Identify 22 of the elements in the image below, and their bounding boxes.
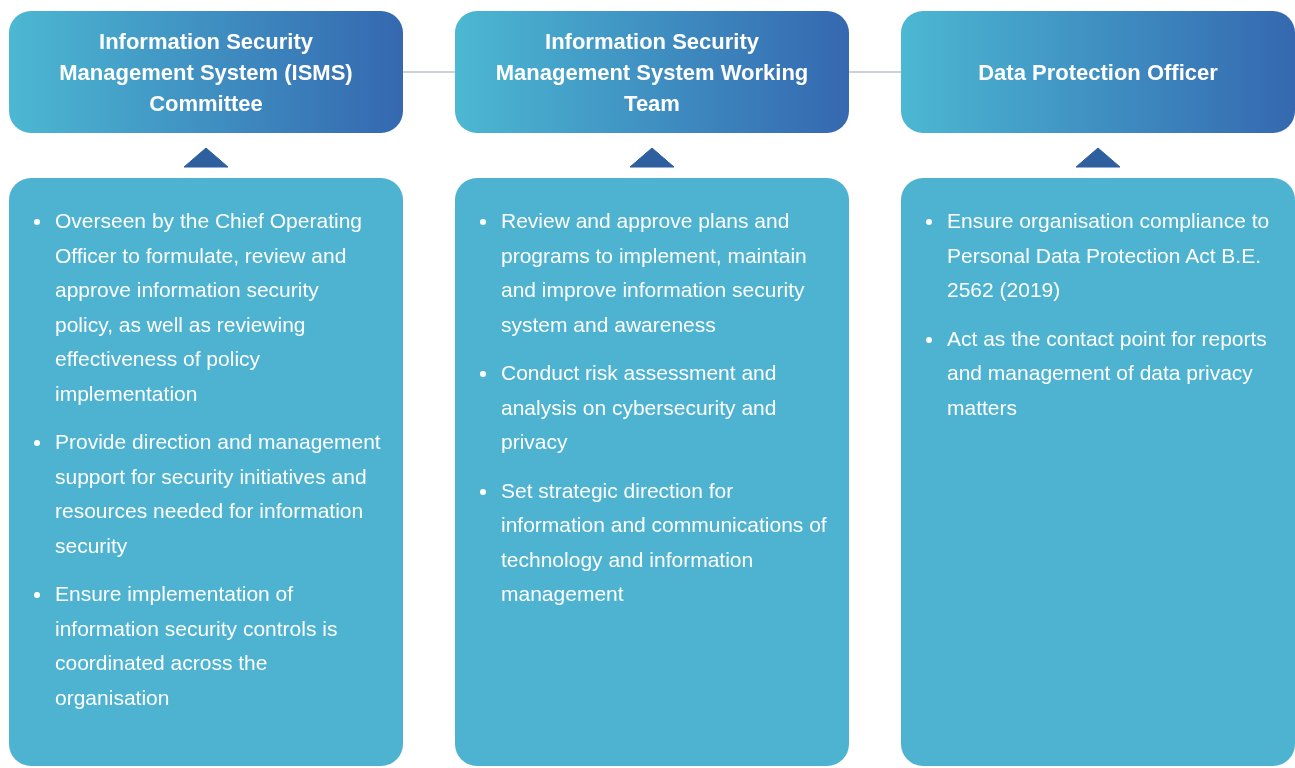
header-title: Data Protection Officer — [978, 58, 1218, 87]
bullet-text: Overseen by the Chief Operating Officer to formulate, review and approve information security policy, as well as reviewing effectiveness of policy implementation — [55, 208, 363, 407]
connector-line — [402, 71, 456, 73]
description-card — [9, 178, 403, 766]
header-title: Information Security Management System Working Team — [494, 27, 810, 118]
bullet-text: Set strategic direction for information and communications of technology and information management — [501, 477, 827, 607]
header-box — [901, 11, 1295, 133]
arrow-triangle — [1075, 147, 1121, 168]
bullet-text: Act as the contact point for reports and management of data privacy matters — [947, 325, 1268, 421]
header-box — [455, 11, 849, 133]
description-card — [455, 178, 849, 766]
bullet-text: Ensure implementation of information security controls is coordinated across the organisation — [55, 581, 339, 711]
bullet-text: Provide direction and management support for security initiatives and resources needed for information security — [55, 429, 381, 559]
bullet-text: Ensure organisation compliance to Personal Data Protection Act B.E. 2562 (2019) — [947, 208, 1271, 303]
description-card — [901, 178, 1295, 766]
arrow-triangle — [183, 147, 229, 168]
arrow-triangle — [629, 147, 675, 168]
header-title: Information Security Management System (ISMS) Committee — [58, 27, 354, 118]
bullet-text: Review and approve plans and programs to implement, maintain and improve information security system and awareness — [501, 208, 808, 338]
header-box — [9, 11, 403, 133]
bullet-text: Conduct risk assessment and analysis on cybersecurity and privacy — [501, 360, 778, 455]
connector-line — [848, 71, 902, 73]
